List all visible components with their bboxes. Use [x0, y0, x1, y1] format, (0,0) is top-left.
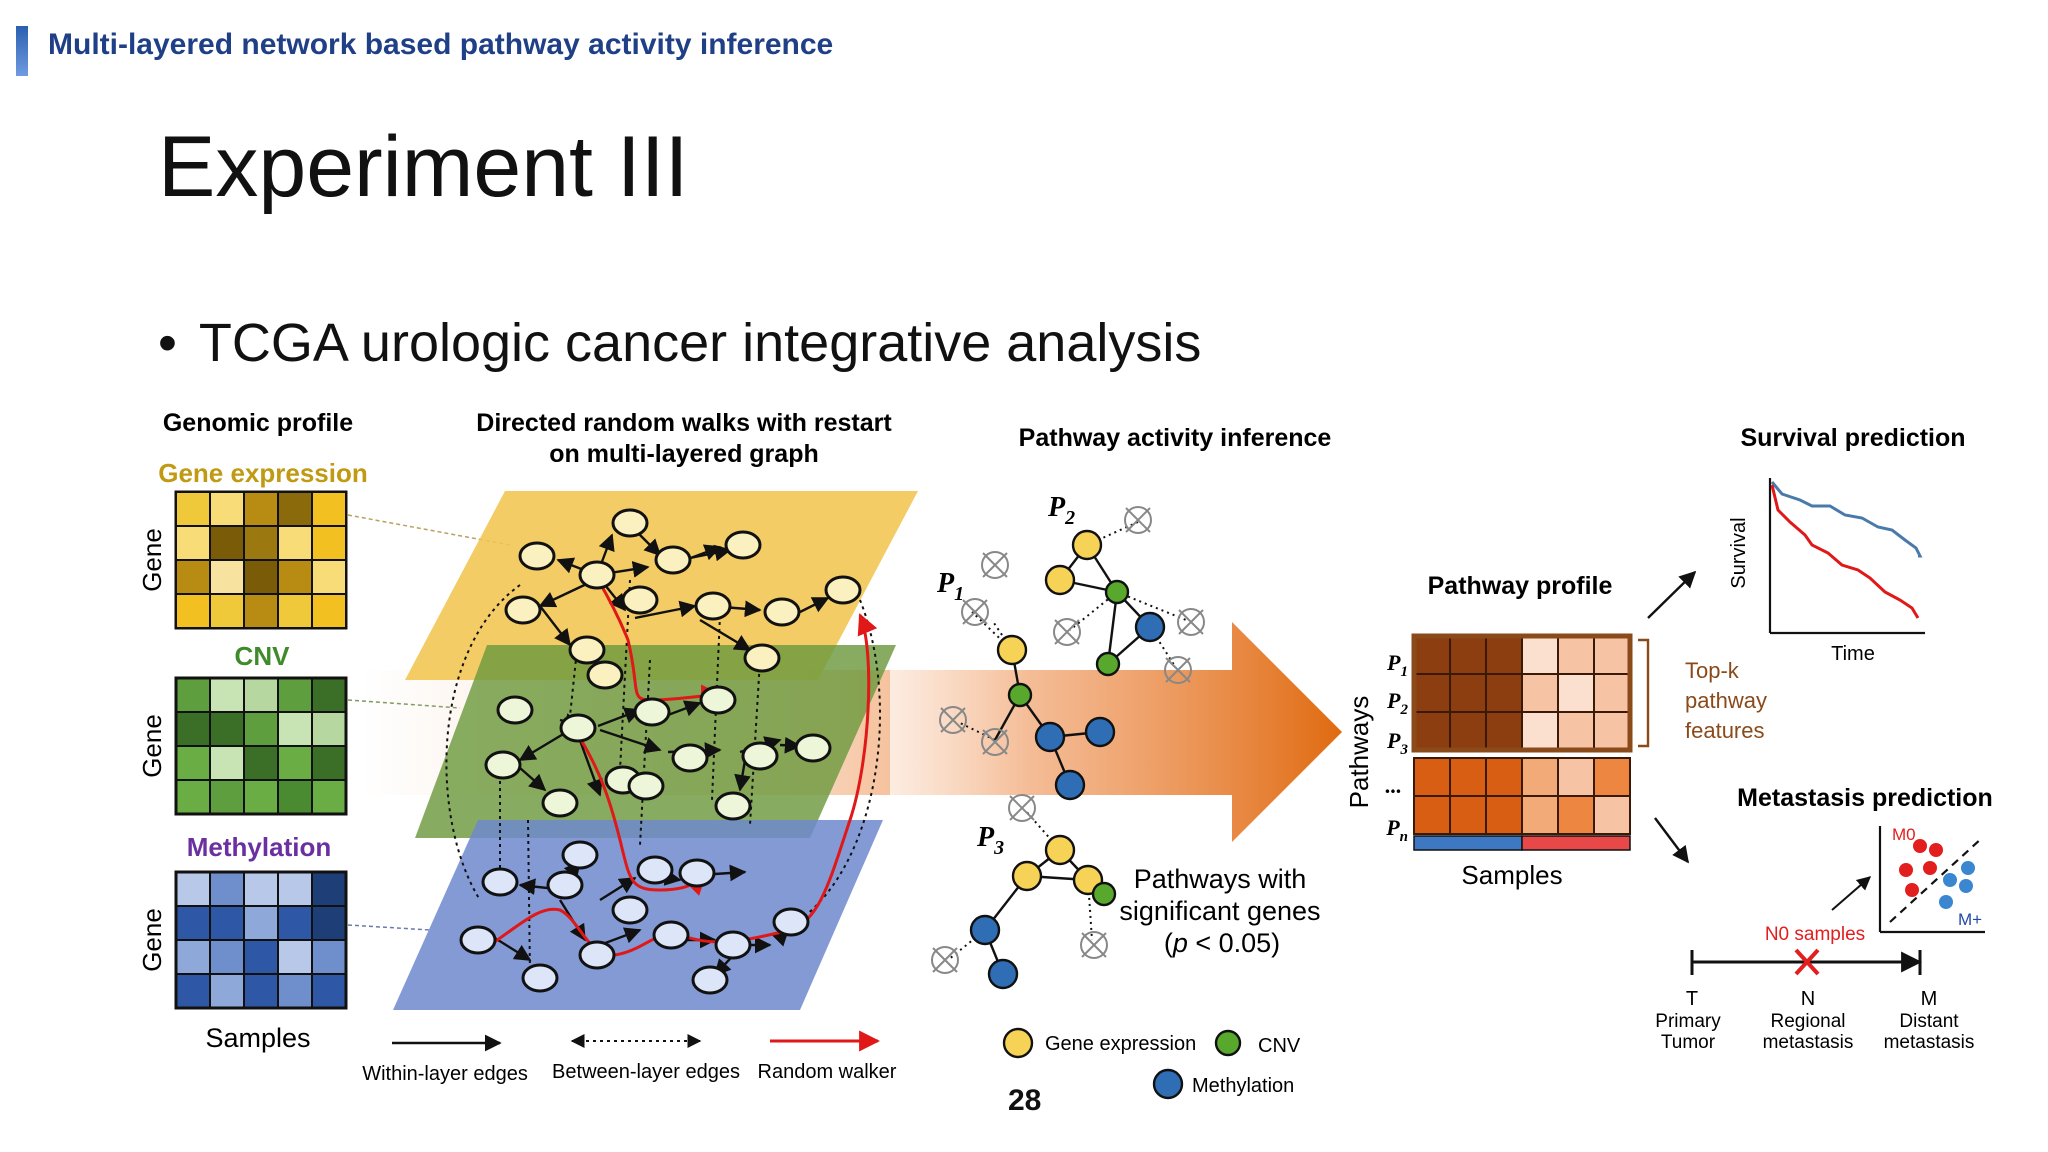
profile-samples-axis-label: Samples [1461, 860, 1562, 890]
gene-axis-label: Gene [137, 714, 167, 778]
arrow-to-scatter [1831, 876, 1872, 911]
stage-m-line2: metastasis [1884, 1032, 1975, 1053]
pathway-p1-label: P1 [936, 568, 964, 605]
metastasis-heading: Metastasis prediction [1737, 784, 1993, 812]
topk-bracket [1638, 638, 1650, 748]
n0-samples-label: N0 samples [1765, 924, 1865, 945]
gene-expression-label: Gene expression [158, 458, 368, 488]
stage-t-line2: Tumor [1661, 1032, 1716, 1053]
bullet-point: • TCGA urologic cancer integrative analys… [158, 312, 1201, 374]
tnm-timeline [1690, 948, 1923, 976]
stage-n-line2: metastasis [1763, 1032, 1854, 1053]
pathway-p3-label: P3 [976, 822, 1004, 859]
methylation-label: Methylation [187, 832, 331, 862]
random-walker-path [576, 734, 707, 896]
cnv-layer-nodes [484, 685, 832, 821]
gene-expression-layer-plane [405, 491, 918, 680]
pathway-profile-heading: Pathway profile [1428, 572, 1613, 600]
row-label-ellipsis: ... [1386, 773, 1403, 798]
bullet-text: TCGA urologic cancer integrative analysi… [198, 313, 1202, 373]
cnv-matrix [174, 676, 348, 816]
random-walker-path [489, 613, 878, 957]
stage-n-letter: N [1801, 988, 1815, 1010]
genomic-profile-heading: Genomic profile [163, 409, 353, 437]
pathway-inference-heading: Pathway activity inference [1019, 424, 1332, 452]
row-label-pn: Pn [1385, 815, 1408, 845]
stage-t-line1: Primary [1655, 1011, 1721, 1032]
stage-n-line1: Regional [1771, 1011, 1846, 1032]
stage-t-letter: T [1686, 988, 1698, 1010]
m0-label: M0 [1892, 825, 1916, 844]
stage-m-line1: Distant [1899, 1011, 1959, 1032]
methylation-legend-label: Methylation [1192, 1075, 1294, 1097]
gene-expression-legend-label: Gene expression [1045, 1033, 1196, 1055]
between-edge-legend-label: Between-layer edges [552, 1061, 740, 1083]
cnv-node-legend [1214, 1029, 1242, 1057]
page-number: 28 [1008, 1084, 1042, 1117]
row-label-p2: P2 [1386, 688, 1408, 718]
gene-expression-matrix [174, 490, 348, 630]
arrow-to-survival [1647, 570, 1697, 619]
survival-xlabel: Time [1831, 643, 1875, 665]
random-walker-path [595, 577, 723, 706]
within-edge-legend-label: Within-layer edges [362, 1063, 528, 1085]
cnv-label: CNV [235, 641, 291, 671]
walker-legend-label: Random walker [758, 1061, 897, 1083]
pathway-row-labels: P1 P2 P3 ... Pn [1385, 650, 1408, 845]
gene-axis-label: Gene [137, 908, 167, 972]
row-label-p3: P3 [1386, 728, 1408, 758]
pathway-profile-heatmap [1411, 633, 1633, 851]
pathway-note-line2: significant genes [1119, 896, 1320, 926]
row-label-p1: P1 [1386, 650, 1408, 680]
methylation-layer-nodes [459, 840, 810, 995]
stage-m-letter: M [1921, 988, 1938, 1010]
metastasis-scatter [1878, 826, 1985, 934]
rwr-heading-line2: on multi-layered graph [549, 440, 818, 468]
leader-line [347, 924, 431, 931]
pathway-p1-network [939, 551, 1116, 801]
gene-expression-layer-nodes [504, 508, 862, 690]
topk-label-line3: features [1685, 718, 1765, 743]
slide-title: Experiment III [158, 119, 689, 215]
rwr-heading-line1: Directed random walks with restart [476, 409, 892, 437]
samples-axis-label: Samples [205, 1023, 310, 1053]
arrow-to-metastasis [1654, 817, 1690, 864]
header-accent-bar [16, 26, 28, 76]
gene-axis-label: Gene [137, 528, 167, 592]
methylation-matrix [174, 870, 348, 1010]
gene-expression-node-legend [1002, 1027, 1034, 1059]
mplus-label: M+ [1958, 910, 1982, 929]
pathway-p3-network [931, 794, 1117, 990]
bullet-dot: • [158, 313, 177, 373]
topk-label-line2: pathway [1685, 688, 1767, 713]
survival-plot [1768, 478, 1925, 635]
survival-heading: Survival prediction [1740, 424, 1965, 452]
topk-label-line1: Top-k [1685, 658, 1740, 683]
section-header: Multi-layered network based pathway acti… [48, 28, 834, 61]
pathways-axis-label: Pathways [1344, 696, 1374, 809]
survival-ylabel: Survival [1728, 517, 1750, 588]
pathway-p2-label: P2 [1047, 492, 1075, 529]
pathway-note-line3: (p < 0.05) [1164, 928, 1280, 958]
methylation-node-legend [1152, 1068, 1184, 1100]
pathway-note-line1: Pathways with [1134, 864, 1307, 894]
cnv-legend-label: CNV [1258, 1035, 1301, 1057]
pathway-p2-network [1044, 506, 1205, 684]
